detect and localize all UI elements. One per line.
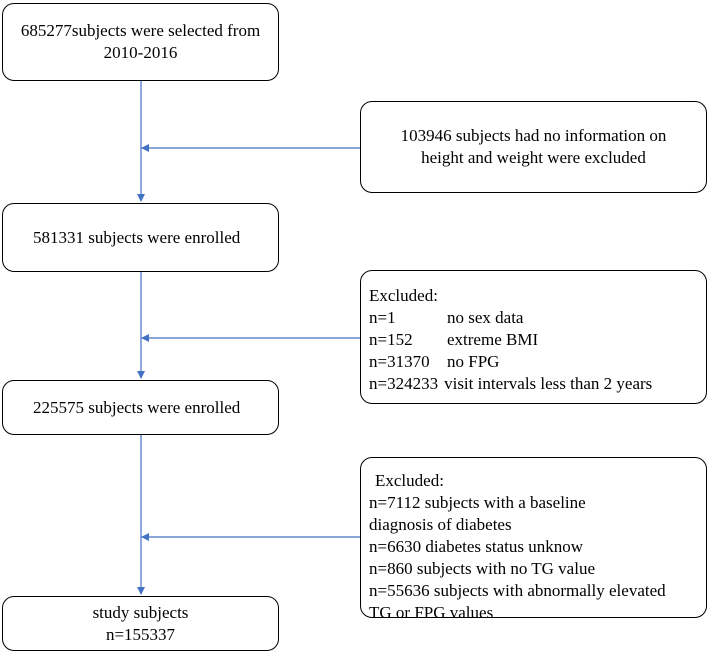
exclusion-box-2: Excluded: n=1 no sex data n=152 extreme … [360,270,707,404]
enrolled-225575-box: 225575 subjects were enrolled [2,380,279,435]
exclusion3-line: diagnosis of diabetes [369,515,512,534]
enrolled-581331-box: 581331 subjects were enrolled [2,203,279,272]
exclusion2-row: n=324233 visit intervals less than 2 yea… [369,373,698,395]
exclusion2-title: Excluded: [369,286,438,305]
selected-line-1: 685277subjects were selected from [20,21,261,40]
exclusion2-count: n=1 [369,308,396,327]
exclusion2-count: n=152 [369,330,413,349]
exclusion3-line: n=860 subjects with no TG value [369,559,595,578]
exclusion2-reason: no FPG [447,352,500,371]
exclusion-box-3: Excluded: n=7112 subjects with a baselin… [360,457,707,622]
final-line-1: study subjects [92,602,189,622]
exclusion3-title: Excluded: [375,471,444,490]
excluded-height-weight-box: 103946 subjects had no information on he… [360,101,707,193]
exclusion2-count: n=31370 [369,352,430,371]
enrolled1-text: 581331 subjects were enrolled [33,227,241,247]
excluded-hw-line-2: height and weight were excluded [421,148,646,167]
exclusion2-row: n=152 extreme BMI [369,329,698,351]
exclusion2-reason: no sex data [447,308,524,327]
selected-line-2: 2010-2016 [103,43,178,62]
exclusion2-row: n=1 no sex data [369,307,698,329]
exclusion2-reason: visit intervals less than 2 years [444,374,653,393]
exclusion2-reason: extreme BMI [447,330,539,349]
selected-subjects-box: 685277subjects were selected from 2010-2… [2,3,279,81]
exclusion2-count: n=324233 [369,374,439,393]
exclusion3-line: n=7112 subjects with a baseline [369,493,586,512]
final-line-2: n=155337 [105,624,176,644]
exclusion3-line: TG or FPG values [369,603,494,622]
exclusion3-line: n=55636 subjects with abnormally elevate… [369,581,666,600]
exclusion2-row: n=31370 no FPG [369,351,698,373]
study-subjects-box: study subjects n=155337 [2,596,279,651]
exclusion3-line: n=6630 diabetes status unknow [369,537,584,556]
enrolled2-text: 225575 subjects were enrolled [33,397,241,417]
excluded-hw-line-1: 103946 subjects had no information on [400,126,667,145]
